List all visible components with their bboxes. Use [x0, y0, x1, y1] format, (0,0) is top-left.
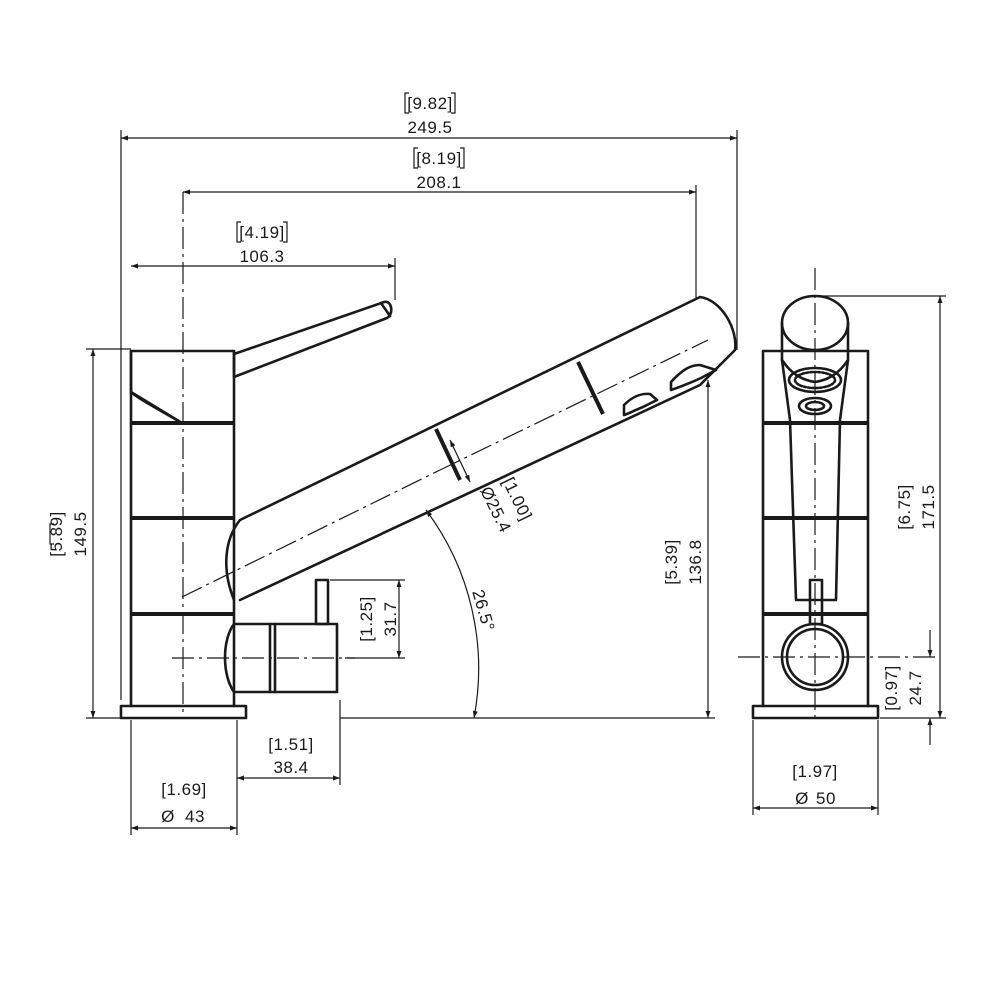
dim-valve-height: [1.25] 31.7 — [357, 596, 400, 642]
dim-lever-reach: [4.19] 106.3 — [236, 221, 288, 266]
dim-front-overall-height: [6.75] 171.5 — [895, 484, 938, 530]
spout-reach-inch: [8.19] — [416, 149, 462, 168]
dim-base-diameter: [1.69] Ø 43 — [161, 780, 207, 826]
valve-center-mm: 24.7 — [906, 670, 925, 705]
dim-overall-length: [9.82] 249.5 — [404, 92, 456, 137]
front-height-inch: [6.75] — [895, 484, 914, 530]
front-dimensions: [6.75] 171.5 [0.97] 24.7 [1.97] Ø 50 — [752, 295, 946, 815]
side-cap — [129, 349, 184, 425]
front-base-mm: 50 — [816, 789, 836, 808]
side-view — [119, 192, 737, 720]
total-height-inch: [5.89] — [47, 511, 66, 557]
valve-height-inch: [1.25] — [357, 596, 376, 642]
front-spout-tube — [780, 358, 850, 602]
overall-length-mm: 249.5 — [407, 118, 452, 137]
front-height-mm: 171.5 — [919, 484, 938, 529]
lever-reach-inch: [4.19] — [239, 223, 285, 242]
spout-reach-mm: 208.1 — [416, 173, 461, 192]
front-valve-pin — [808, 578, 824, 626]
base-diameter-inch: [1.69] — [161, 780, 207, 799]
lever-reach-mm: 106.3 — [239, 247, 284, 266]
side-valve-pin — [314, 578, 330, 626]
dim-total-height: [5.89] 149.5 — [47, 511, 90, 557]
front-diameter-symbol: Ø — [795, 789, 809, 808]
dim-spout-diameter: [1.00] Ø25.4 — [476, 474, 535, 535]
front-base-inch: [1.97] — [792, 762, 838, 781]
side-spray-nozzle — [669, 363, 718, 392]
side-dimensions: [9.82] 249.5 [8.19] 208.1 [4.19] 106.3 [… — [47, 92, 738, 835]
valve-offset-mm: 38.4 — [273, 758, 308, 777]
valve-height-mm: 31.7 — [381, 601, 400, 636]
side-lever — [232, 300, 393, 379]
valve-offset-inch: [1.51] — [268, 735, 314, 754]
side-valve-body — [223, 622, 272, 694]
dim-valve-offset: [1.51] 38.4 — [268, 735, 314, 777]
diameter-symbol: Ø — [161, 807, 175, 826]
overall-length-inch: [9.82] — [407, 94, 453, 113]
dim-valve-center-height: [0.97] 24.7 — [882, 665, 925, 711]
dim-front-base-diameter: [1.97] Ø 50 — [792, 762, 838, 808]
dim-spout-reach: [8.19] 208.1 — [413, 147, 465, 192]
dim-spout-height: [5.39] 136.8 — [662, 539, 705, 585]
total-height-mm: 149.5 — [71, 511, 90, 556]
base-diameter-mm: 43 — [185, 807, 205, 826]
spout-height-inch: [5.39] — [662, 539, 681, 585]
spout-height-mm: 136.8 — [686, 539, 705, 584]
side-spout — [225, 295, 737, 602]
front-view — [738, 268, 935, 720]
valve-center-inch: [0.97] — [882, 665, 901, 711]
